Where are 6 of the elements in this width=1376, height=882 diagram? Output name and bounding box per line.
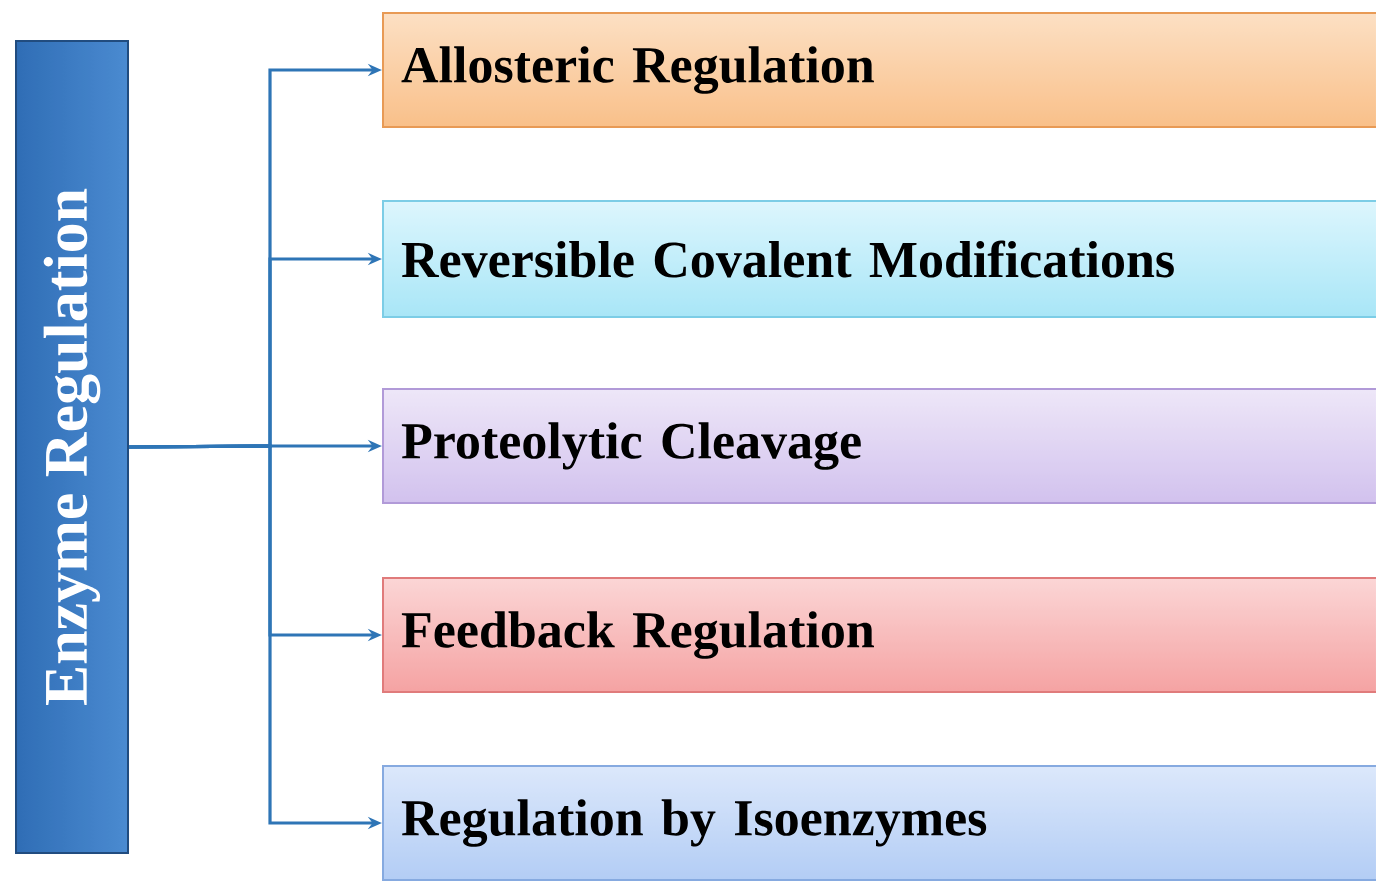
category-box: Proteolytic Cleavage bbox=[382, 388, 1376, 504]
title-bar: Enzyme Regulation bbox=[15, 40, 129, 854]
category-box: Regulation by Isoenzymes bbox=[382, 765, 1376, 881]
category-box: Allosteric Regulation bbox=[382, 12, 1376, 128]
category-box: Feedback Regulation bbox=[382, 577, 1376, 693]
category-box: Reversible Covalent Modifications bbox=[382, 200, 1376, 318]
